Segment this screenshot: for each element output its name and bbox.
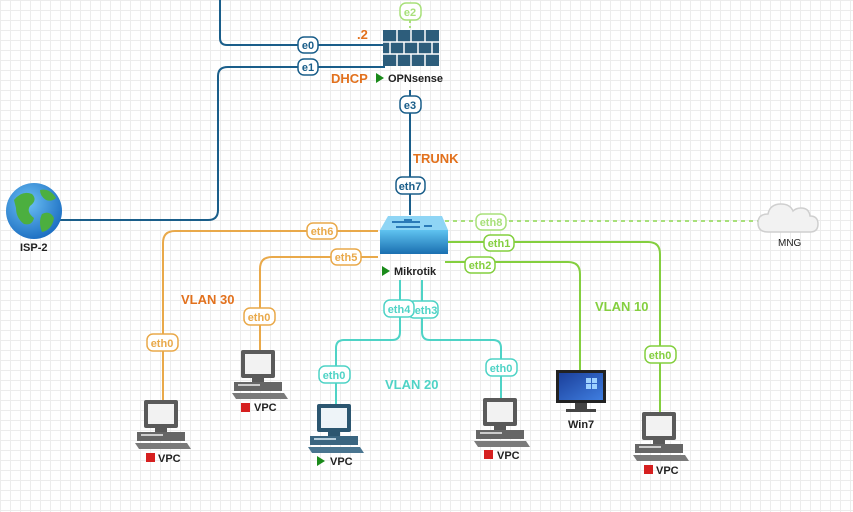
vpc5-label: VPC [656,465,679,477]
computer-icon [474,398,530,447]
mng-node[interactable]: MNG [757,203,819,249]
svg-text:eth4: eth4 [388,304,412,316]
port-opn-e2[interactable]: e2 [399,2,422,21]
svg-text:eth8: eth8 [480,217,503,229]
svg-text:eth7: eth7 [399,181,422,193]
opnsense-firewall[interactable]: OPNsense [376,30,443,85]
port-mk-eth8[interactable]: eth8 [475,213,507,231]
port-mk-eth3[interactable]: eth3 [407,300,439,319]
monitor-icon [556,370,606,412]
isp2-node[interactable]: ISP-2 [6,183,62,254]
stop-icon [484,450,493,459]
svg-text:eth0: eth0 [323,370,346,382]
svg-text:eth6: eth6 [311,226,334,238]
link-eth2-win7[interactable] [445,261,581,370]
vpc2-label: VPC [254,402,277,414]
port-vpc1-eth0[interactable]: eth0 [146,333,179,352]
port-opn-e0[interactable]: e0 [297,36,319,54]
vpc2-node[interactable]: VPC [232,350,288,414]
vpc1-node[interactable]: VPC [135,400,191,465]
link-eth6-vpc1[interactable] [162,230,378,400]
vpc3-node[interactable]: VPC [308,404,364,468]
dhcp-annotation: DHCP [331,71,368,86]
mng-label: MNG [778,238,802,249]
win7-label: Win7 [568,419,594,431]
mikrotik-switch[interactable]: Mikrotik [380,216,448,278]
stop-icon [146,453,155,462]
svg-text:e2: e2 [404,7,416,19]
vpc4-node[interactable]: VPC [474,398,530,462]
computer-icon [135,400,191,449]
port-mk-eth4[interactable]: eth4 [383,299,415,318]
svg-text:eth0: eth0 [490,363,513,375]
switch-icon [380,216,448,254]
port-mk-eth1[interactable]: eth1 [483,234,515,252]
trunk-annotation: TRUNK [413,151,459,166]
svg-text:eth3: eth3 [415,305,438,317]
link-opn-e0-wan[interactable] [219,0,385,46]
port-opn-e1[interactable]: e1 [297,58,319,76]
play-icon [317,456,325,466]
port-vpc5-eth0[interactable]: eth0 [644,345,677,364]
annotations: .2 DHCP TRUNK VLAN 30 VLAN 20 VLAN 10 [181,27,648,392]
vlan30-annotation: VLAN 30 [181,292,234,307]
vlan20-annotation: VLAN 20 [385,377,438,392]
svg-text:eth1: eth1 [488,238,511,250]
ip-suffix-annotation: .2 [357,27,368,42]
vpc5-node[interactable]: VPC [633,412,689,477]
link-opn-e1-isp2[interactable] [60,66,385,221]
port-vpc4-eth0[interactable]: eth0 [485,358,518,377]
svg-text:eth0: eth0 [649,350,672,362]
port-mk-eth2[interactable]: eth2 [464,256,496,274]
port-labels: e0 e1 e2 e3 eth7 eth6 eth5 eth8 [146,2,677,384]
vpc3-label: VPC [330,456,353,468]
port-mk-eth7[interactable]: eth7 [395,176,426,195]
svg-text:eth0: eth0 [151,338,174,350]
port-vpc2-eth0[interactable]: eth0 [243,307,276,326]
link-eth1-vpc5[interactable] [445,241,661,415]
win7-node[interactable]: Win7 [556,370,606,431]
globe-icon [6,183,62,239]
computer-icon [232,350,288,399]
opnsense-label: OPNsense [388,73,443,85]
firewall-icon [383,30,439,66]
isp2-label: ISP-2 [20,242,48,254]
port-vpc3-eth0[interactable]: eth0 [318,365,351,384]
play-icon [382,266,390,276]
play-icon [376,73,384,83]
computer-icon [633,412,689,461]
port-opn-e3[interactable]: e3 [399,95,422,114]
stop-icon [241,403,250,412]
vpc1-label: VPC [158,453,181,465]
svg-text:e0: e0 [302,40,314,52]
vlan10-annotation: VLAN 10 [595,299,648,314]
svg-text:eth0: eth0 [248,312,271,324]
vpc4-label: VPC [497,450,520,462]
link-eth5-vpc2[interactable] [259,256,378,350]
link-eth4-vpc3[interactable] [335,280,401,405]
port-mk-eth6[interactable]: eth6 [306,222,338,240]
link-eth3-vpc4[interactable] [421,280,502,400]
stop-icon [644,465,653,474]
mikrotik-label: Mikrotik [394,266,437,278]
svg-text:e1: e1 [302,62,314,74]
port-mk-eth5[interactable]: eth5 [330,248,362,266]
svg-text:eth5: eth5 [335,252,358,264]
links [60,0,760,415]
svg-text:eth2: eth2 [469,260,492,272]
cloud-icon [757,203,819,233]
svg-text:e3: e3 [404,100,416,112]
computer-icon [308,404,364,453]
